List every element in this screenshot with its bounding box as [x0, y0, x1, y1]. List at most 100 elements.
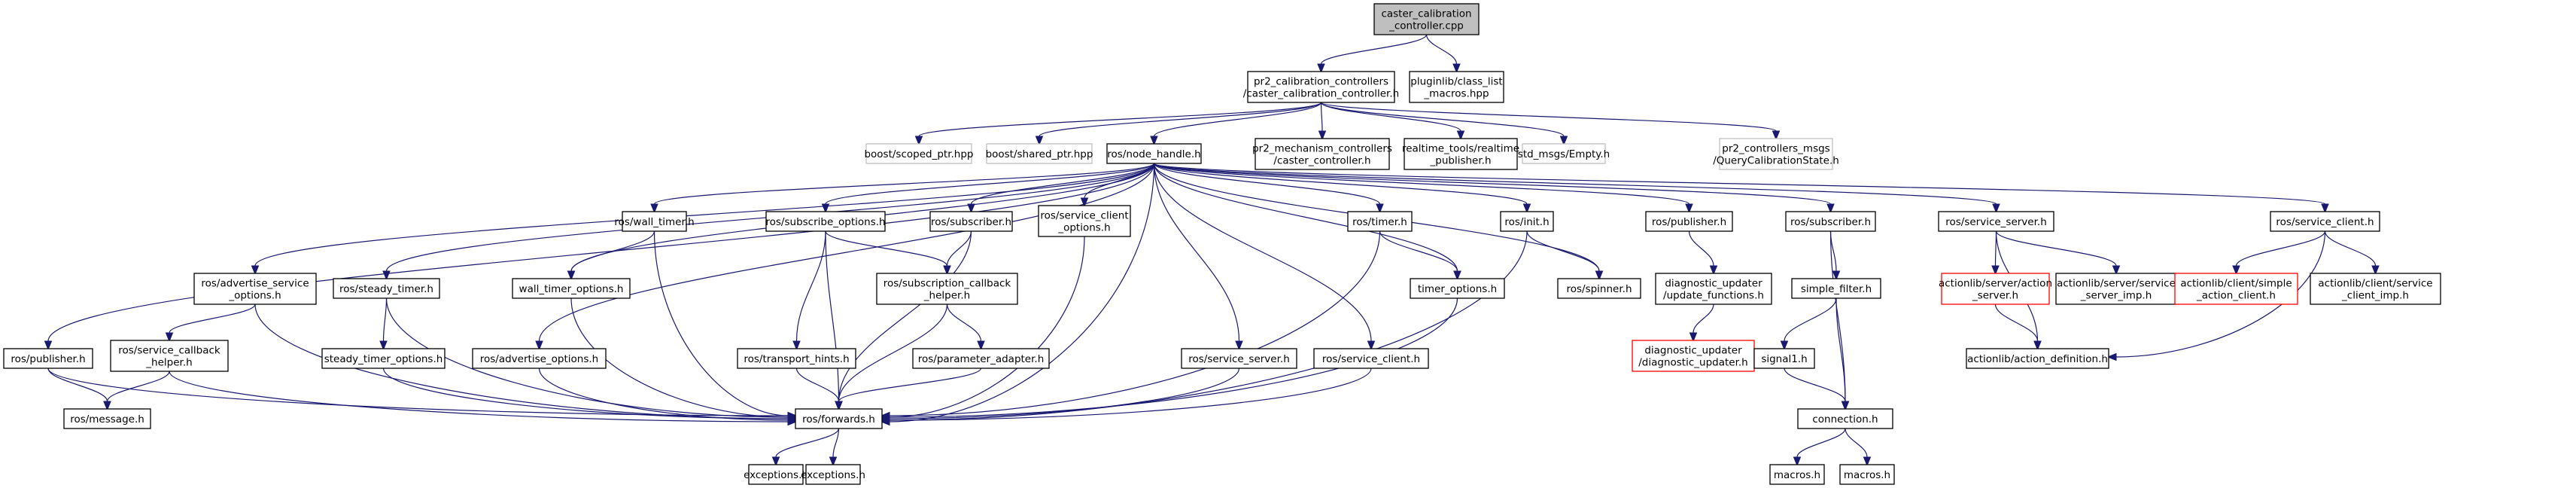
edge-node-handle-to-timer — [1153, 163, 1381, 205]
node-box — [876, 273, 1018, 305]
node-forwards[interactable]: ros/forwards.h — [795, 408, 883, 429]
node-subscriber-a[interactable]: ros/subscriber.h — [929, 211, 1013, 232]
node-parameter-adapter[interactable]: ros/parameter_adapter.h — [912, 348, 1050, 369]
arrowhead-icon — [1522, 203, 1531, 214]
node-empty-h[interactable]: std_msgs/Empty.h — [1518, 143, 1610, 164]
node-timer-options[interactable]: timer_options.h — [1410, 278, 1505, 299]
node-label: ros/subscribe_options.h — [765, 216, 885, 228]
node-service-client-imp[interactable]: actionlib/client/service_client_imp.h — [2310, 273, 2441, 305]
node-service-client-a[interactable]: ros/service_client.h — [1313, 348, 1429, 369]
node-simple-filter[interactable]: simple_filter.h — [1791, 278, 1881, 299]
node-node-handle[interactable]: ros/node_handle.h — [1106, 143, 1202, 164]
node-label: /update_functions.h — [1663, 290, 1764, 302]
node-box — [1500, 211, 1554, 232]
node-query-cal[interactable]: pr2_controllers_msgs/QueryCalibrationSta… — [1713, 138, 1839, 170]
node-connection[interactable]: connection.h — [1797, 408, 1893, 429]
node-publisher-a[interactable]: ros/publisher.h — [3, 348, 93, 369]
node-exceptions-a[interactable]: exceptions.h — [744, 464, 808, 485]
arrowhead-icon — [1452, 63, 1461, 74]
node-transport-hints[interactable]: ros/transport_hints.h — [737, 348, 856, 369]
node-service-server-b[interactable]: ros/service_server.h — [1938, 211, 2054, 232]
node-box — [1655, 273, 1772, 305]
edge-subscribe-options-to-forwards — [825, 230, 840, 402]
arrowhead-icon — [1080, 197, 1089, 208]
edge-simple-filter-to-connection — [1835, 297, 1846, 402]
node-subscriber-b[interactable]: ros/subscriber.h — [1785, 211, 1876, 232]
edge-simple-filter-to-signal1 — [1784, 297, 1837, 342]
node-caster-controller[interactable]: pr2_mechanism_controllers/caster_control… — [1252, 138, 1392, 170]
node-box — [321, 348, 446, 369]
node-box — [912, 348, 1050, 369]
node-service-client-options[interactable]: ros/service_client_options.h — [1038, 205, 1131, 237]
arrowhead-icon — [567, 270, 576, 281]
node-wall-timer-options[interactable]: wall_timer_options.h — [512, 278, 631, 299]
node-shared-ptr[interactable]: boost/shared_ptr.hpp — [986, 143, 1093, 164]
arrowhead-icon — [2232, 265, 2240, 276]
node-label: exceptions.h — [801, 469, 865, 481]
node-label: ros/service_client.h — [2276, 216, 2374, 228]
arrowhead-icon — [2371, 265, 2380, 276]
node-label: wall_timer_options.h — [519, 283, 624, 295]
node-class-list-macros[interactable]: pluginlib/class_list_macros.hpp — [1409, 71, 1504, 103]
edge-node-handle-to-publisher-a — [47, 163, 1155, 342]
edge-parameter-adapter-to-forwards — [838, 368, 982, 402]
arrowhead-icon — [792, 340, 801, 351]
node-adv-service-options[interactable]: ros/advertise_service_options.h — [193, 273, 317, 305]
node-message[interactable]: ros/message.h — [63, 408, 151, 429]
node-service-server-a[interactable]: ros/service_server.h — [1181, 348, 1297, 369]
node-box — [512, 278, 631, 299]
node-rt-publisher[interactable]: realtime_tools/realtime_publisher.h — [1402, 138, 1519, 170]
edge-node-handle-to-service-client-a — [1153, 163, 1372, 342]
edge-node-handle-to-timer-options — [1153, 163, 1458, 272]
arrowhead-icon — [1689, 332, 1698, 343]
node-macros-a[interactable]: macros.h — [1769, 464, 1825, 485]
node-label: _helper.h — [923, 290, 970, 302]
node-scoped-ptr[interactable]: boost/scoped_ptr.hpp — [864, 143, 974, 164]
node-macros-b[interactable]: macros.h — [1839, 464, 1895, 485]
node-exceptions-b[interactable]: exceptions.h — [801, 464, 865, 485]
node-box — [1313, 348, 1429, 369]
node-steady-timer[interactable]: ros/steady_timer.h — [333, 278, 440, 299]
edge-subscriber-a-to-forwards — [838, 230, 972, 402]
arrowhead-icon — [1992, 203, 2000, 214]
edge-node-handle-to-subscribe-options — [825, 163, 1155, 205]
node-box — [929, 211, 1013, 232]
node-cal-ctrl-h[interactable]: pr2_calibration_controllers/caster_calib… — [1243, 71, 1399, 103]
node-root[interactable]: caster_calibration_controller.cpp — [1373, 3, 1480, 35]
node-label: ros/transport_hints.h — [744, 353, 849, 365]
node-service-cb-helper[interactable]: ros/service_callback_helper.h — [110, 340, 229, 372]
node-update-functions[interactable]: diagnostic_updater/update_functions.h — [1655, 273, 1772, 305]
node-publisher-b[interactable]: ros/publisher.h — [1645, 211, 1733, 232]
node-action-server[interactable]: actionlib/server/action_server.h — [1939, 273, 2052, 305]
node-label: pr2_mechanism_controllers — [1252, 143, 1392, 155]
arrowhead-icon — [1832, 270, 1841, 281]
node-action-definition[interactable]: actionlib/action_definition.h — [1966, 348, 2109, 369]
arrowhead-icon — [1035, 136, 1044, 146]
edge-steady-timer-to-steady-timer-options — [382, 297, 388, 342]
node-steady-timer-options[interactable]: steady_timer_options.h — [321, 348, 446, 369]
node-label: ros/service_server.h — [1188, 353, 1290, 365]
node-label: macros.h — [1774, 469, 1820, 481]
node-sub-cb-helper[interactable]: ros/subscription_callback_helper.h — [876, 273, 1018, 305]
arrowhead-icon — [1456, 130, 1465, 141]
arrowhead-icon — [2033, 340, 2042, 351]
node-timer[interactable]: ros/timer.h — [1347, 211, 1413, 232]
node-label: pluginlib/class_list — [1410, 76, 1502, 88]
edge-cal-ctrl-h-to-node-handle — [1153, 102, 1322, 137]
node-simple-action-client[interactable]: actionlib/client/simple_action_client.h — [2174, 273, 2298, 305]
node-spinner[interactable]: ros/spinner.h — [1557, 278, 1641, 299]
node-init[interactable]: ros/init.h — [1500, 211, 1554, 232]
node-signal1[interactable]: signal1.h — [1753, 348, 1815, 369]
edge-subscriber-b-to-connection — [1829, 230, 1846, 402]
node-label: actionlib/client/simple — [2180, 278, 2292, 290]
node-service-server-imp[interactable]: actionlib/server/service_server_imp.h — [2055, 273, 2177, 305]
edge-subscribe-options-to-sub-cb-helper — [825, 230, 948, 267]
edge-node-handle-to-service-server-b — [1153, 163, 1997, 205]
node-advertise-options[interactable]: ros/advertise_options.h — [472, 348, 607, 369]
arrowhead-icon — [1826, 203, 1835, 214]
node-service-client-b[interactable]: ros/service_client.h — [2270, 211, 2380, 232]
node-wall-timer[interactable]: ros/wall_timer.h — [614, 211, 695, 232]
node-subscribe-options[interactable]: ros/subscribe_options.h — [765, 211, 886, 232]
node-diagnostic-updater[interactable]: diagnostic_updater/diagnostic_updater.h — [1632, 340, 1755, 372]
